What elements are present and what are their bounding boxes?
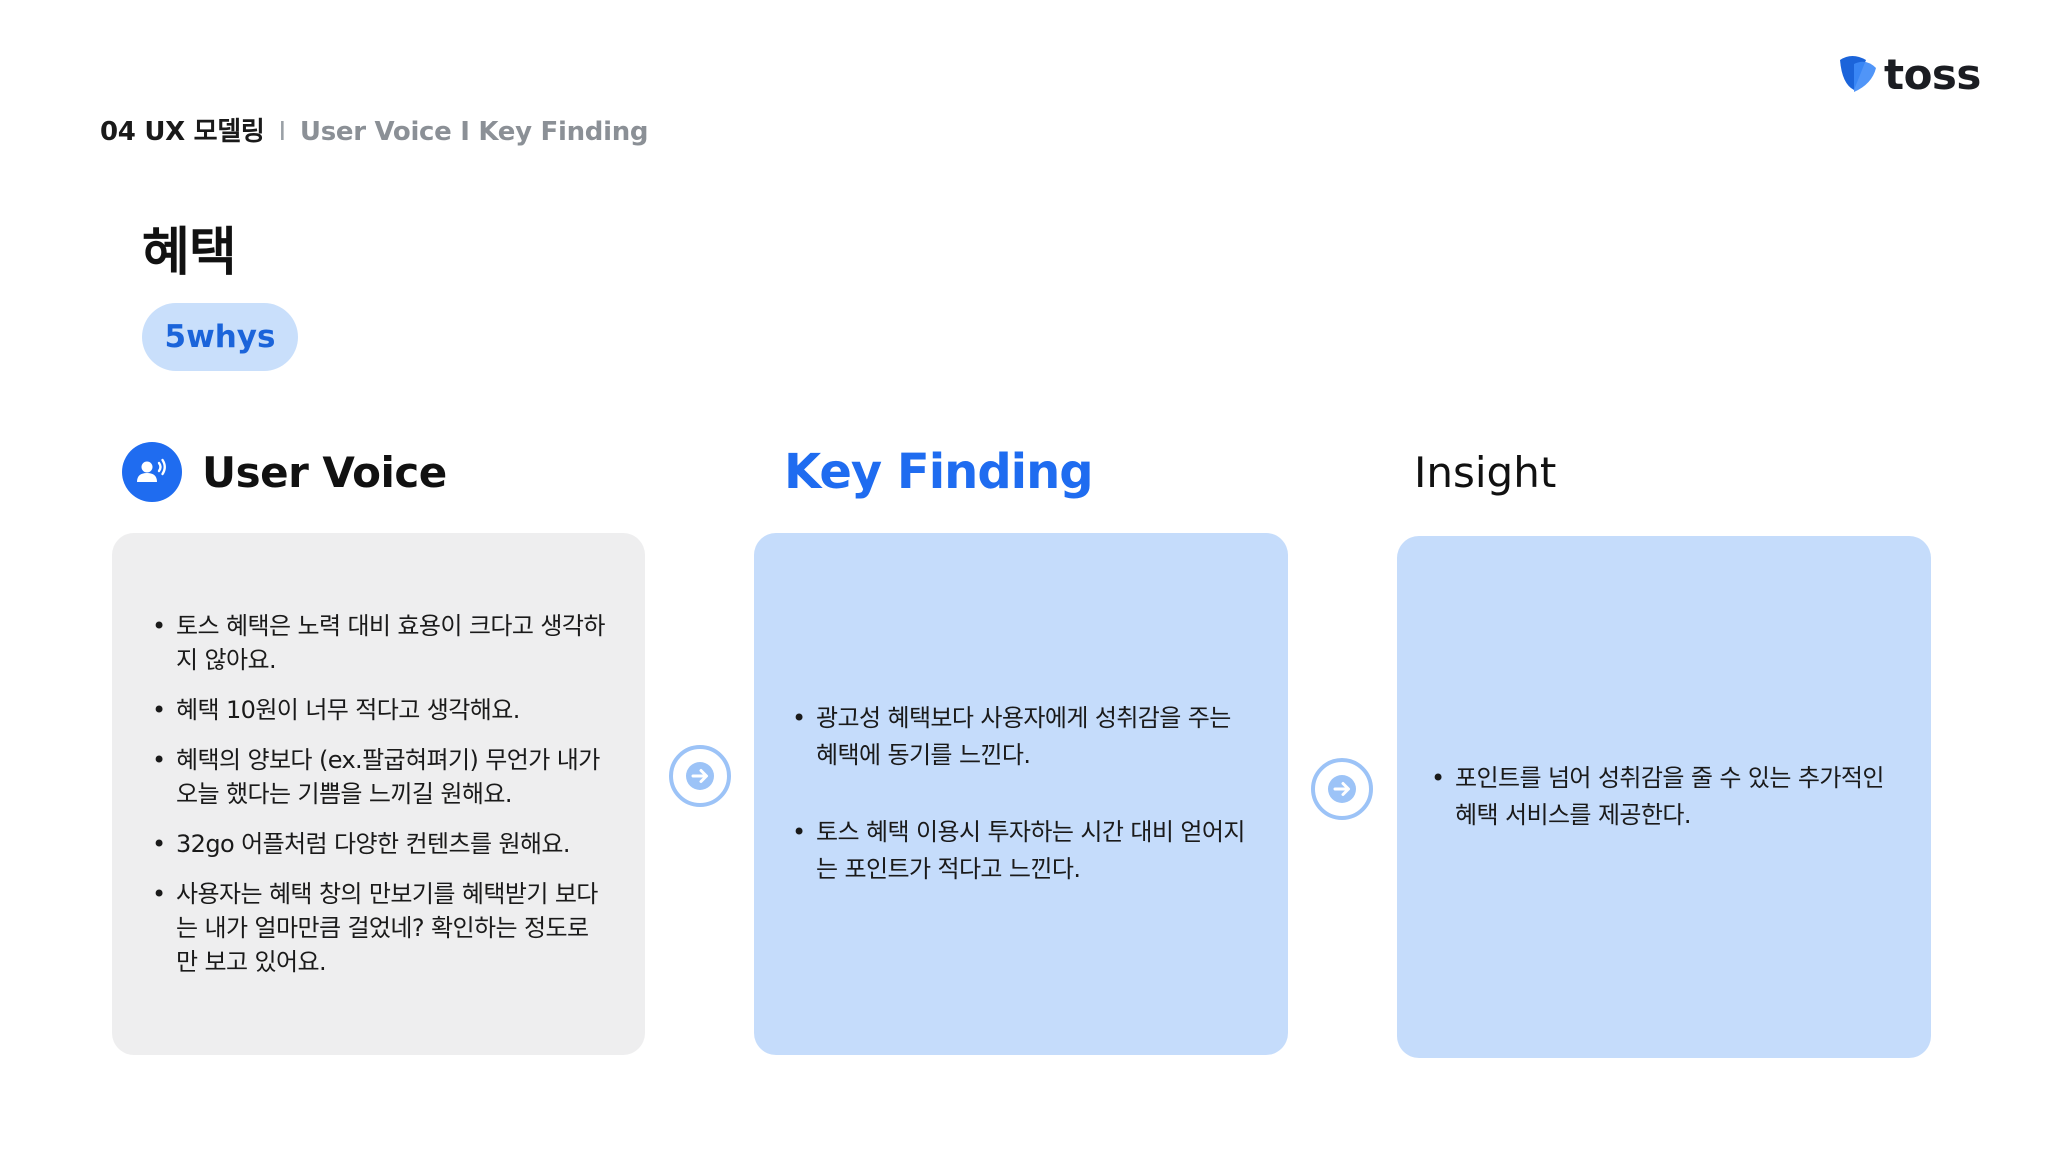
arrow-right-icon <box>1311 758 1373 820</box>
user-voice-card: 토스 혜택은 노력 대비 효용이 크다고 생각하지 않아요. 혜택 10원이 너… <box>112 533 645 1055</box>
insight-card: 포인트를 넘어 성취감을 줄 수 있는 추가적인 혜택 서비스를 제공한다. <box>1397 536 1931 1058</box>
arrow-right-icon <box>669 745 731 807</box>
toss-logo: toss <box>1832 48 1981 100</box>
list-item: 토스 혜택 이용시 투자하는 시간 대비 얻어지는 포인트가 적다고 느낀다. <box>792 814 1252 888</box>
page-title: 혜택 <box>142 223 237 283</box>
breadcrumb-separator: I <box>278 117 287 147</box>
user-voice-title: User Voice <box>202 447 447 497</box>
user-voice-list: 토스 혜택은 노력 대비 효용이 크다고 생각하지 않아요. 혜택 10원이 너… <box>152 609 605 979</box>
list-item: 혜택 10원이 너무 적다고 생각해요. <box>152 693 605 727</box>
user-voice-header: User Voice <box>122 440 447 504</box>
toss-logo-icon <box>1840 56 1876 92</box>
list-item: 혜택의 양보다 (ex.팔굽혀펴기) 무언가 내가 오늘 했다는 기쁨을 느끼길… <box>152 743 605 811</box>
logo-text: toss <box>1884 49 1981 99</box>
breadcrumb-section: 04 UX 모델링 <box>100 117 265 147</box>
breadcrumb-sub: User Voice I Key Finding <box>299 117 649 147</box>
insight-list: 포인트를 넘어 성취감을 줄 수 있는 추가적인 혜택 서비스를 제공한다. <box>1431 760 1901 834</box>
key-finding-header: Key Finding <box>784 440 1094 504</box>
breadcrumb: 04 UX 모델링 I User Voice I Key Finding <box>100 111 649 148</box>
list-item: 사용자는 혜택 창의 만보기를 혜택받기 보다는 내가 얼마만큼 걸었네? 확인… <box>152 877 605 979</box>
list-item: 토스 혜택은 노력 대비 효용이 크다고 생각하지 않아요. <box>152 609 605 677</box>
list-item: 32go 어플처럼 다양한 컨텐츠를 원해요. <box>152 827 605 861</box>
key-finding-title: Key Finding <box>784 444 1094 500</box>
list-item: 포인트를 넘어 성취감을 줄 수 있는 추가적인 혜택 서비스를 제공한다. <box>1431 760 1901 834</box>
list-item: 광고성 혜택보다 사용자에게 성취감을 주는 혜택에 동기를 느낀다. <box>792 700 1252 774</box>
key-finding-card: 광고성 혜택보다 사용자에게 성취감을 주는 혜택에 동기를 느낀다. 토스 혜… <box>754 533 1288 1055</box>
key-finding-list: 광고성 혜택보다 사용자에게 성취감을 주는 혜택에 동기를 느낀다. 토스 혜… <box>792 700 1252 888</box>
speaking-person-icon <box>122 442 182 502</box>
insight-header: Insight <box>1414 440 1556 504</box>
insight-title: Insight <box>1414 447 1557 497</box>
method-tag: 5whys <box>142 303 298 371</box>
